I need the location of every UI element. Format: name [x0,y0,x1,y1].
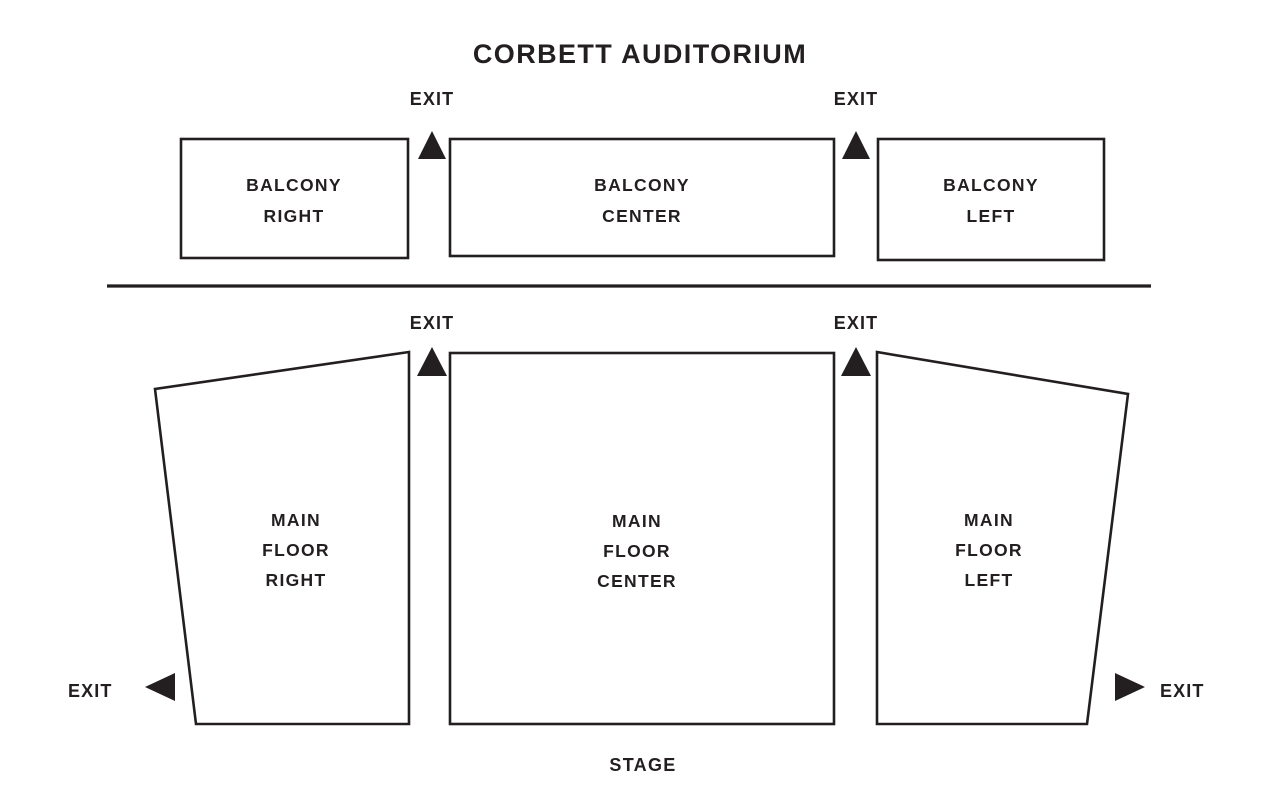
exit-arrow-up-icon-balcony-left [842,131,870,159]
section-label-balcony-right-line1: BALCONY [246,175,342,195]
exit-arrow-left-icon-main-right [145,673,175,701]
section-label-main-floor-left-line2: FLOOR [955,540,1023,560]
section-shape-balcony-left[interactable] [876,137,1106,262]
section-label-main-floor-center-line1: MAIN [612,511,662,531]
section-main-floor-right[interactable]: MAIN FLOOR RIGHT [153,350,411,726]
section-shape-main-floor-right[interactable] [153,350,411,726]
section-label-main-floor-left-line1: MAIN [964,510,1014,530]
section-label-balcony-left-line2: LEFT [967,206,1016,226]
section-balcony-center[interactable]: BALCONY CENTER [448,137,836,258]
exit-label-balcony-inner-right: EXIT [410,89,454,109]
section-balcony-left[interactable]: BALCONY LEFT [876,137,1106,262]
section-label-main-floor-right-line2: FLOOR [262,540,330,560]
section-main-floor-left[interactable]: MAIN FLOOR LEFT [875,350,1130,726]
section-label-balcony-right-line2: RIGHT [264,206,325,226]
section-label-balcony-left-line1: BALCONY [943,175,1039,195]
exit-label-balcony-inner-left: EXIT [834,89,878,109]
exit-arrow-up-icon-main-right [417,347,447,376]
exit-arrow-up-icon-main-left [841,347,871,376]
section-label-balcony-center-line2: CENTER [602,206,682,226]
section-label-main-floor-right-line1: MAIN [271,510,321,530]
page-title: CORBETT AUDITORIUM [473,39,807,69]
exit-label-main-inner-left: EXIT [834,313,878,333]
exit-arrow-up-icon-balcony-right [418,131,446,159]
exit-label-main-inner-right: EXIT [410,313,454,333]
section-label-main-floor-center-line3: CENTER [597,571,677,591]
section-shape-main-floor-center[interactable] [448,351,836,726]
section-shape-balcony-center[interactable] [448,137,836,258]
section-label-balcony-center-line1: BALCONY [594,175,690,195]
exit-arrow-right-icon-main-left [1115,673,1145,701]
stage-label: STAGE [609,755,676,775]
section-label-main-floor-right-line3: RIGHT [266,570,327,590]
exit-label-main-outer-right: EXIT [68,681,112,701]
section-shape-main-floor-left[interactable] [875,350,1130,726]
section-balcony-right[interactable]: BALCONY RIGHT [179,137,410,260]
section-label-main-floor-center-line2: FLOOR [603,541,671,561]
exit-label-main-outer-left: EXIT [1160,681,1204,701]
section-main-floor-center[interactable]: MAIN FLOOR CENTER [448,351,836,726]
section-shape-balcony-right[interactable] [179,137,410,260]
section-label-main-floor-left-line3: LEFT [965,570,1014,590]
